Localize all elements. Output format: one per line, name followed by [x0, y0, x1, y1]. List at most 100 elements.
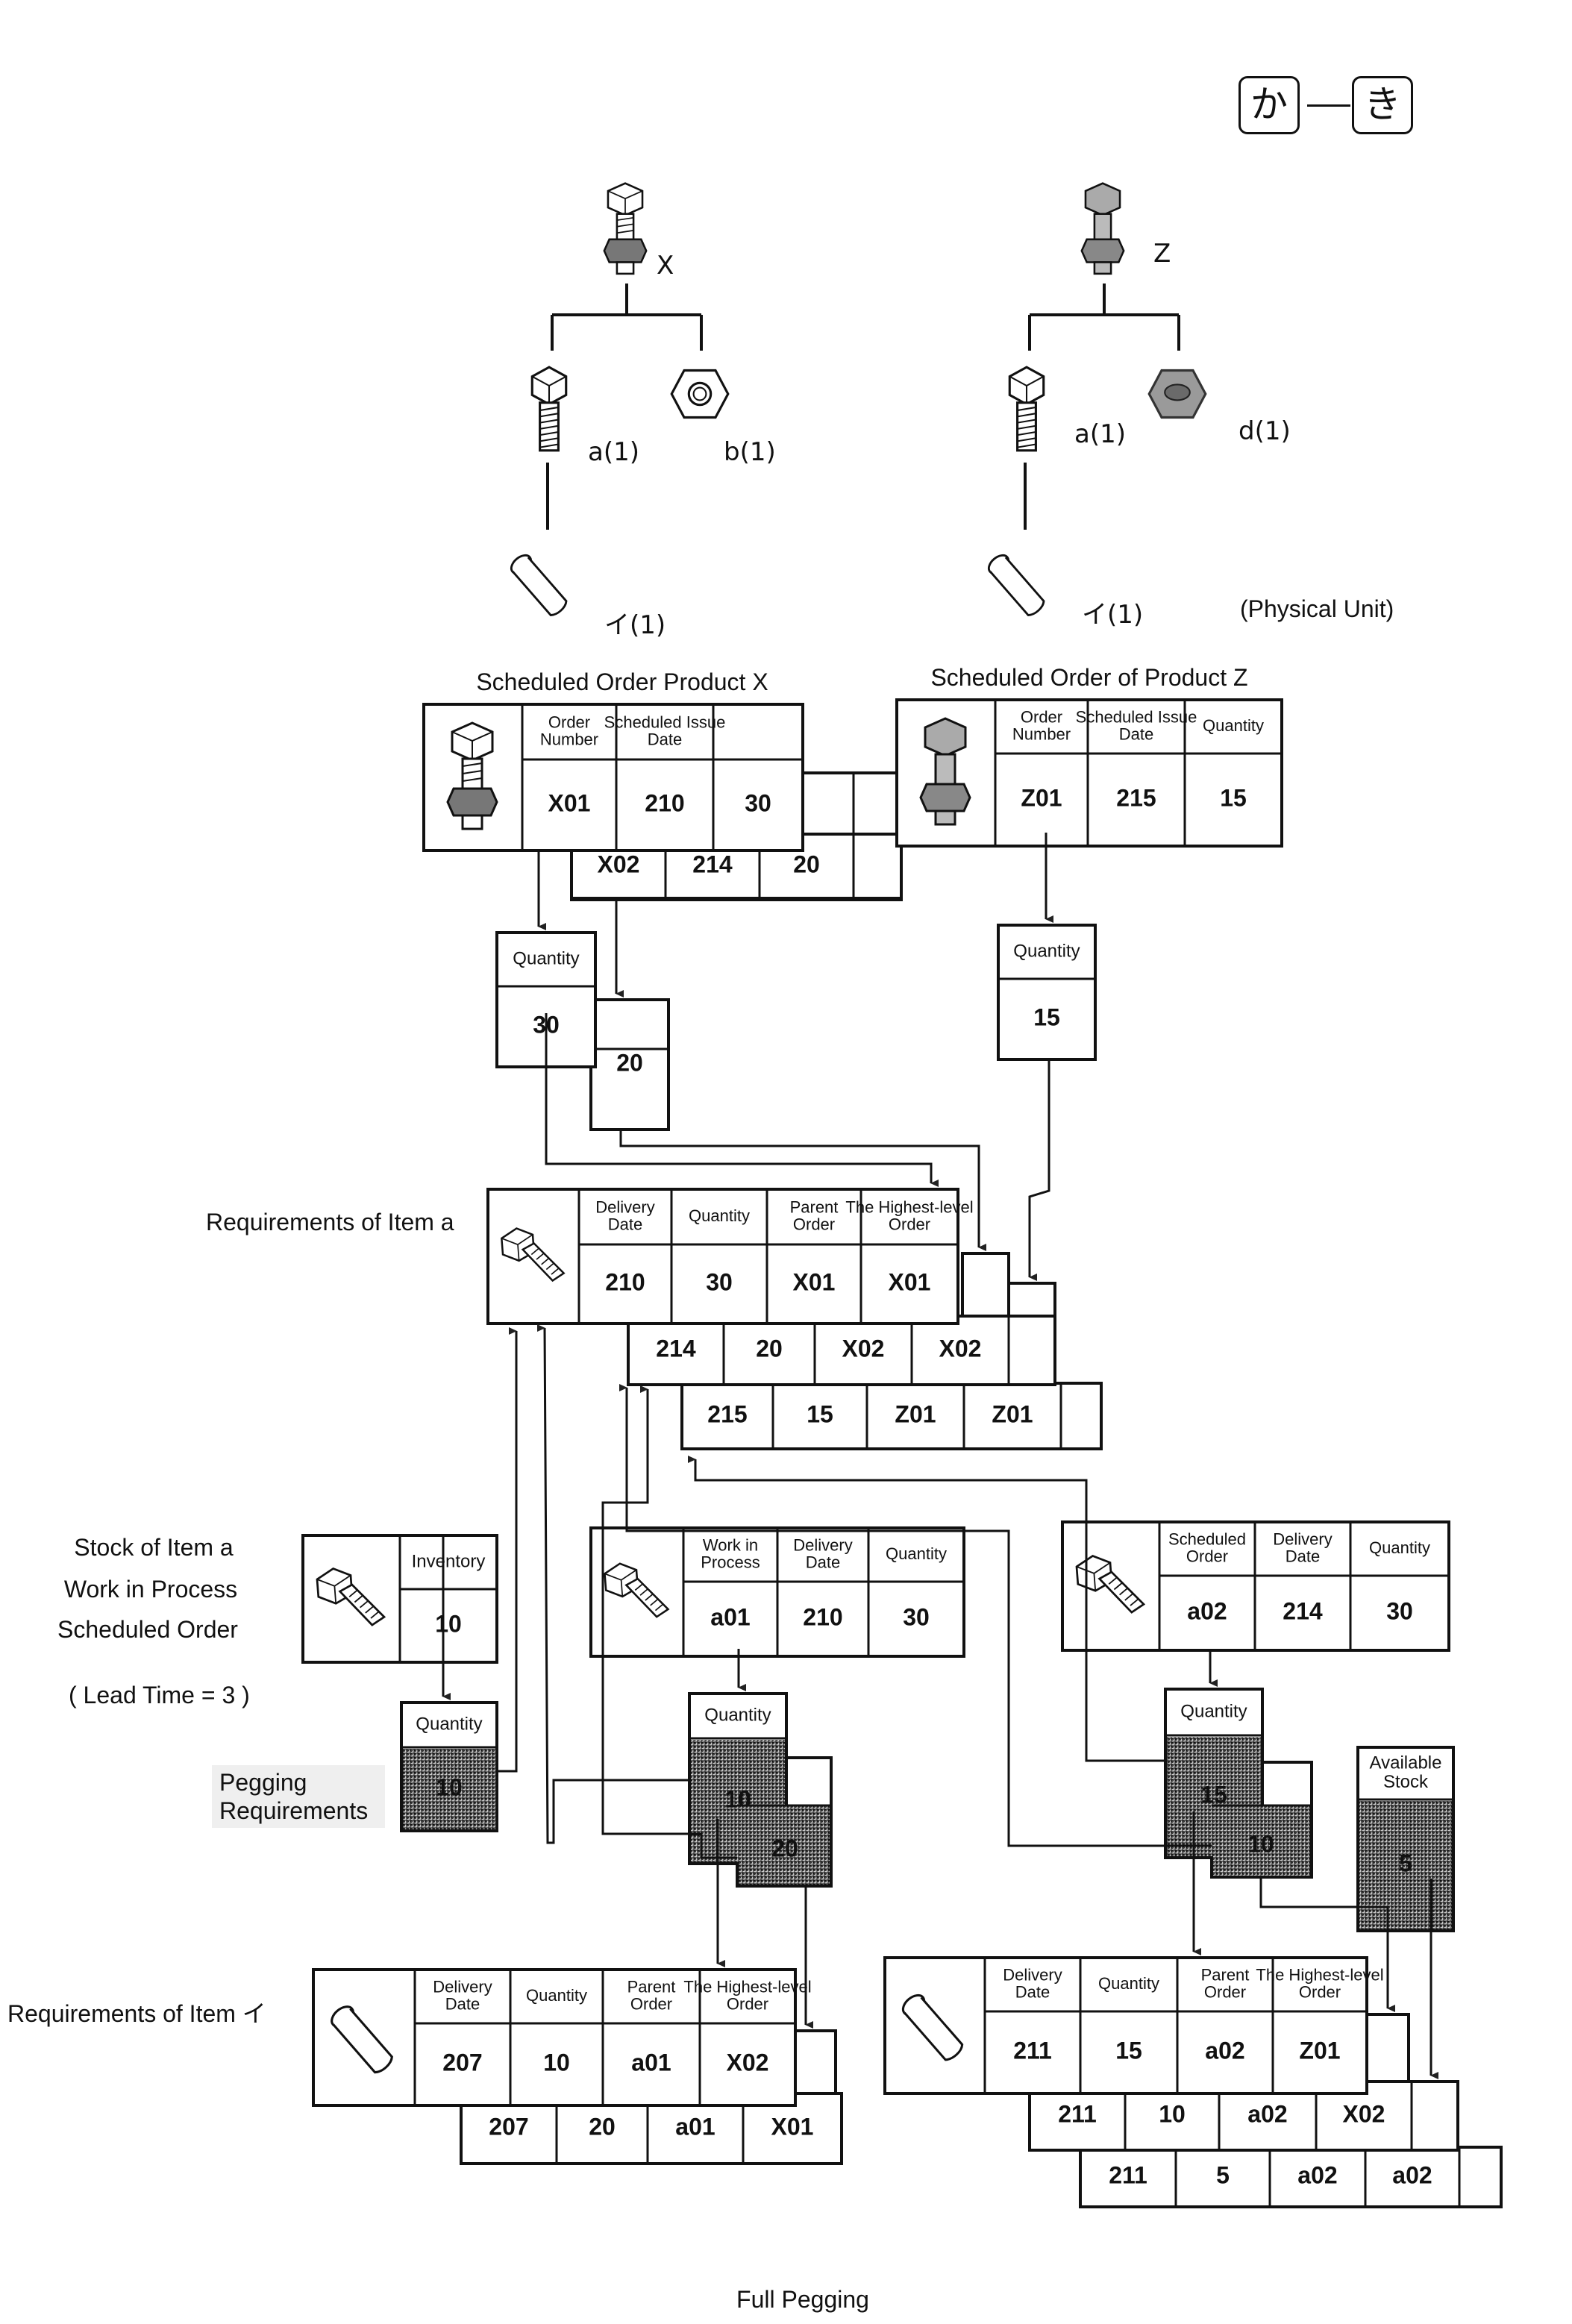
product-x-table-cell-1: 210: [645, 789, 684, 816]
stock-label-wip: Work in Process: [63, 1576, 238, 1603]
arrow-qty30-to-item-a: [545, 1013, 939, 1187]
tree-x-branch-lines: [551, 284, 703, 351]
scheduled-order-a-table-cell-1: 214: [1283, 1597, 1323, 1624]
product-z-table-header-1-line: Scheduled Issue: [1076, 707, 1197, 726]
item-i-requirements-title: Requirements of Item イ: [7, 2000, 266, 2027]
tree-x-grandchild-label: イ(1): [604, 610, 666, 640]
item-i-right-row-2-cell-3: X02: [1343, 2100, 1385, 2127]
item-i-left-tab: [794, 2029, 837, 2095]
inventory-table-cell-0: 10: [435, 1610, 462, 1637]
item-a-stack-tab-1: [961, 1252, 1010, 1318]
tree-z-root-icon: [1080, 182, 1125, 275]
item-i-left-table-cell-0: 207: [442, 2049, 482, 2076]
item-i-left-row-2-cell-0: 207: [489, 2113, 528, 2140]
scheduled-order-a-table-header-1-line: Date: [1286, 1547, 1320, 1565]
product-z-table-frame: [895, 698, 1283, 848]
item-a-table-cell-2: X01: [793, 1268, 836, 1295]
item-a-requirements-title: Requirements of Item a: [206, 1209, 454, 1235]
stock-label-stock: Stock of Item a: [74, 1534, 234, 1561]
wip-table-header-2-line: Quantity: [886, 1544, 947, 1563]
item-a-table-cell-1: 30: [706, 1268, 733, 1295]
scheduled-order-a-table-header-0-line: Order: [1186, 1547, 1228, 1565]
wip-table-header-1-line: Delivery: [793, 1535, 852, 1554]
peg-so-qty-2-value: 10: [1247, 1830, 1274, 1857]
item-i-right-row-2-cell-0: 211: [1058, 2100, 1097, 2127]
tree-z-child-d-label: d(1): [1239, 416, 1291, 446]
item-i-left-table-cell-1: 10: [543, 2049, 570, 2076]
wip-table-header-0-line: Work in: [703, 1535, 758, 1554]
item-i-right-row-3-cell-0: 211: [1109, 2161, 1147, 2188]
wip-table: Work inProcessa01DeliveryDate210Quantity…: [589, 1526, 965, 1658]
wip-table-cell-2: 30: [903, 1603, 930, 1630]
item-a-table-header-2-line: Order: [793, 1215, 835, 1233]
product-x-table-cell-2: 30: [745, 789, 771, 816]
inventory-table-header-0: Inventory: [412, 1551, 486, 1571]
scheduled-order-a-table: ScheduledOrdera02DeliveryDate214Quantity…: [1061, 1520, 1450, 1652]
item-a-table-header-3-line: Order: [889, 1215, 930, 1233]
item-i-right-table-cell-0: 211: [1013, 2037, 1052, 2064]
item-i-right-table-header-3-line: The Highest-level: [1256, 1965, 1383, 1984]
wip-table-header-2: Quantity: [886, 1544, 947, 1563]
item-a-row-2-cell-1: 20: [756, 1335, 783, 1362]
arrow-wip20-to-item-a: [601, 1385, 737, 1859]
item-a-row-3-cell-3: Z01: [992, 1400, 1033, 1427]
product-z-table-header-0-line: Number: [1012, 724, 1071, 743]
item-a-row-2-cell-2: X02: [842, 1335, 885, 1362]
arrow-peg-inv-to-item-a: [497, 1327, 518, 1773]
item-i-right-row-3-cell-3: a02: [1392, 2161, 1432, 2188]
corner-mark-ka: か: [1239, 76, 1300, 134]
peg-so-qty-1-value: 15: [1200, 1781, 1227, 1808]
tree-x-root-icon: [603, 182, 648, 275]
product-z-orders-title: Scheduled Order of Product Z: [930, 664, 1248, 691]
peg-inventory-qty-header-line: Quantity: [416, 1714, 482, 1734]
item-i-right-table-cell-1: 15: [1115, 2037, 1142, 2064]
product-x-row-2-cell-2: 20: [793, 851, 820, 877]
scheduled-order-a-table-header-2: Quantity: [1369, 1538, 1430, 1557]
product-x-table-cell-0: X01: [548, 789, 591, 816]
z-quantity-box-header-line: Quantity: [1013, 941, 1080, 961]
item-i-right-row-3-cell-1: 5: [1216, 2161, 1230, 2188]
peg-wip-qty-2-value: 20: [771, 1835, 798, 1861]
scheduled-order-a-table-cell-2: 30: [1386, 1597, 1413, 1624]
peg-inventory-qty-value: 10: [436, 1773, 463, 1800]
tree-z-nut-icon: [1149, 371, 1206, 418]
peg-available-stock-header-line: Stock: [1383, 1772, 1429, 1792]
item-i-right-table-frame: [883, 1956, 1368, 2095]
stock-label-scheduled: Scheduled Order: [57, 1616, 238, 1643]
z-quantity-box-frame: [997, 924, 1097, 1061]
z-quantity-box-header: Quantity: [1013, 941, 1080, 961]
peg-wip-qty-1-header-line: Quantity: [704, 1705, 771, 1725]
product-z-table-header-2-line: Quantity: [1203, 716, 1264, 735]
x-quantity-box-2: 20: [589, 998, 670, 1131]
item-a-row-2-cell-3: X02: [939, 1335, 982, 1362]
wip-table-header-1-line: Date: [806, 1553, 840, 1571]
item-a-table-cell-3: X01: [889, 1268, 931, 1295]
tree-z: [983, 182, 1206, 617]
lead-time-note: ( Lead Time = 3 ): [69, 1682, 250, 1708]
tree-x-bolt-icon: [532, 367, 566, 451]
item-i-left-table-header-1-line: Quantity: [526, 1986, 587, 2005]
item-i-left-table-header-0-line: Date: [445, 1994, 480, 2013]
tree-z-child-a-label: a(1): [1074, 419, 1126, 449]
item-a-stack-tab-2: [1007, 1282, 1056, 1318]
corner-connector: [1307, 104, 1350, 107]
